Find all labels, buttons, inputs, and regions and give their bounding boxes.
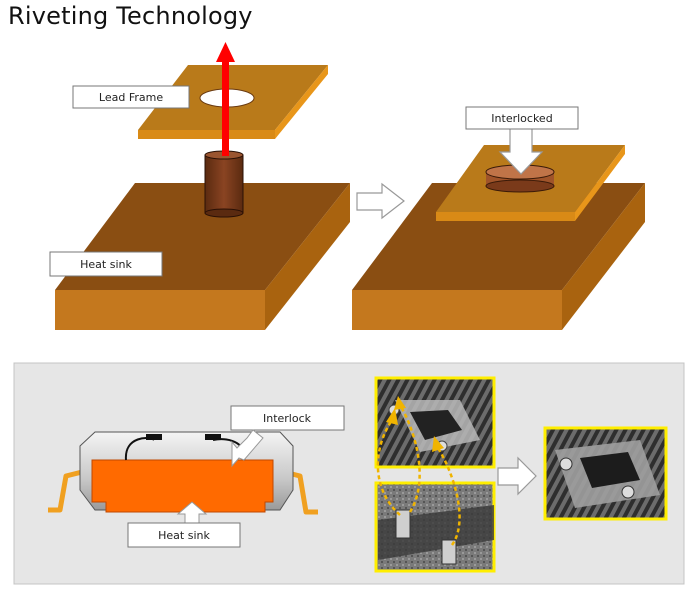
page-title: Riveting Technology [8,2,253,30]
micrograph-top [374,376,496,469]
micrograph-bottom [374,481,496,573]
interlocked-label-text: Interlocked [491,112,552,125]
die-pad-right [205,434,221,440]
rivet [204,150,244,218]
interlock-label-text: Interlock [263,412,312,425]
micrograph-result [543,426,668,521]
die-pad-left [146,434,162,440]
right-arrow-icon [497,456,537,496]
right-arrow-icon [356,182,405,220]
heat-sink-callout: Heat sink [127,501,241,548]
interlocked-label: Interlocked [465,106,579,130]
heat-sink-label-top-text: Heat sink [80,258,132,271]
bond-wire-left [124,437,155,461]
down-arrow-icon [498,127,544,175]
lead-frame-label-text: Lead Frame [99,91,163,104]
dashed-callout-arrows [376,396,461,546]
heat-sink-label-top: Heat sink [49,251,163,277]
lead-frame-label: Lead Frame [72,85,190,109]
package-cross-section [48,431,318,515]
orange-heat-sink [91,459,274,513]
heat-sink-label-bottom-text: Heat sink [158,529,210,542]
red-up-arrow-icon [216,42,235,156]
lead-frame-plate [138,65,328,139]
left-lead [48,467,91,513]
interlock-callout: Interlock [230,405,345,468]
